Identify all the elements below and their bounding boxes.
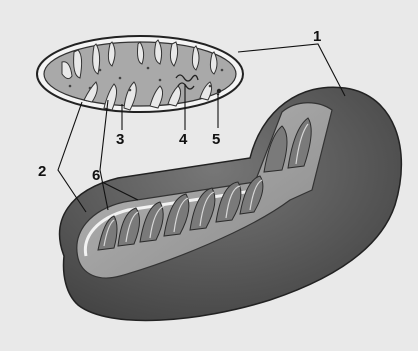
cross-section-2d — [37, 36, 243, 112]
label-5: 5 — [212, 131, 220, 148]
ribosome-dots — [217, 89, 221, 93]
label-4: 4 — [179, 131, 188, 148]
label-6: 6 — [92, 167, 100, 184]
label-2: 2 — [38, 163, 46, 180]
label-3: 3 — [116, 131, 124, 148]
mitochondrion-3d — [60, 87, 402, 320]
label-1: 1 — [313, 28, 321, 45]
